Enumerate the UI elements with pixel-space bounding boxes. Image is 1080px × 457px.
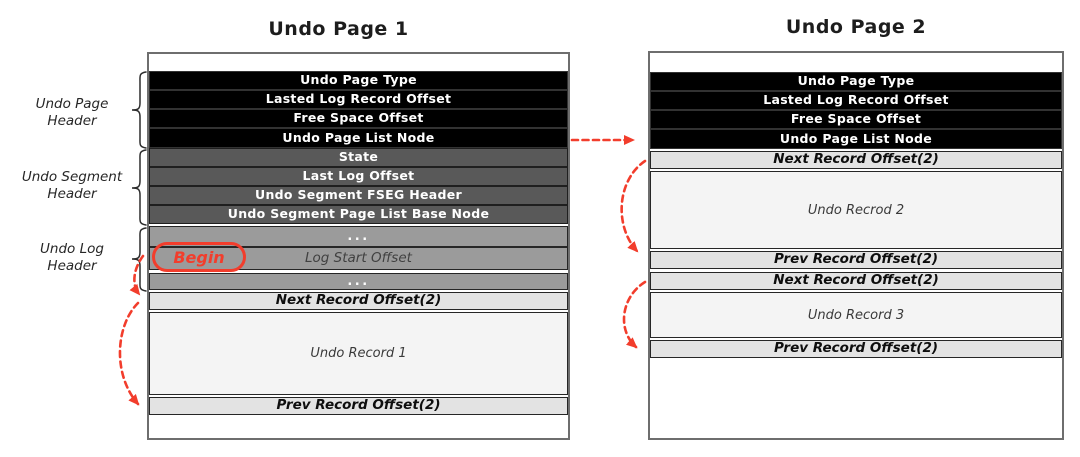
row-next-record-offset: Next Record Offset(2)	[149, 292, 568, 310]
row-next-record-offset: Next Record Offset(2)	[650, 151, 1062, 169]
row-ellipsis: ...	[149, 273, 568, 290]
row-prev-record-offset: Prev Record Offset(2)	[149, 397, 568, 415]
row-undo-page-type: Undo Page Type	[149, 71, 568, 90]
label-line: Undo Log	[40, 241, 104, 257]
blank-row	[149, 54, 568, 71]
arrow-p2-next1-to-prev1	[620, 159, 647, 253]
row-lasted-log-record-offset: Lasted Log Record Offset	[149, 90, 568, 109]
row-state: State	[149, 148, 568, 167]
label-line: Undo Segment	[21, 169, 123, 185]
label-undo-page-header: Undo Page Header	[6, 96, 138, 130]
row-undo-page-list-node: Undo Page List Node	[650, 129, 1062, 149]
begin-badge: Begin	[152, 242, 246, 272]
page2-title: Undo Page 2	[785, 16, 927, 38]
row-undo-record-2: Undo Recrod 2	[650, 171, 1062, 249]
row-prev-record-offset: Prev Record Offset(2)	[650, 251, 1062, 269]
row-free-space-offset: Free Space Offset	[149, 109, 568, 128]
undo-page1-box: Undo Page Type Lasted Log Record Offset …	[147, 52, 570, 440]
label-undo-log-header: Undo Log Header	[6, 241, 138, 275]
row-undo-page-list-node: Undo Page List Node	[149, 128, 568, 148]
blank-row	[650, 358, 1062, 438]
row-undo-record-3: Undo Record 3	[650, 292, 1062, 338]
row-undo-segment-fseg-header: Undo Segment FSEG Header	[149, 186, 568, 205]
row-last-log-offset: Last Log Offset	[149, 167, 568, 186]
label-line: Header	[47, 258, 97, 274]
row-lasted-log-record-offset: Lasted Log Record Offset	[650, 91, 1062, 110]
row-undo-segment-page-list-base-node: Undo Segment Page List Base Node	[149, 205, 568, 224]
row-undo-page-type: Undo Page Type	[650, 72, 1062, 91]
arrow-next1-to-prev1	[118, 301, 140, 406]
row-free-space-offset: Free Space Offset	[650, 110, 1062, 129]
label-line: Undo Page	[35, 96, 109, 112]
row-prev-record-offset: Prev Record Offset(2)	[650, 340, 1062, 358]
page1-title: Undo Page 1	[268, 18, 409, 40]
label-undo-segment-header: Undo Segment Header	[6, 169, 138, 203]
blank-row	[650, 53, 1062, 72]
undo-page2-box: Undo Page Type Lasted Log Record Offset …	[648, 51, 1064, 440]
label-line: Header	[47, 113, 97, 129]
blank-row	[149, 415, 568, 438]
row-log-start-offset: Log Start Offset	[149, 247, 568, 270]
row-next-record-offset: Next Record Offset(2)	[650, 272, 1062, 290]
label-line: Header	[47, 186, 97, 202]
arrow-p2-next2-to-prev2	[622, 280, 647, 349]
row-undo-record-1: Undo Record 1	[149, 312, 568, 395]
row-ellipsis: ...	[149, 226, 568, 247]
